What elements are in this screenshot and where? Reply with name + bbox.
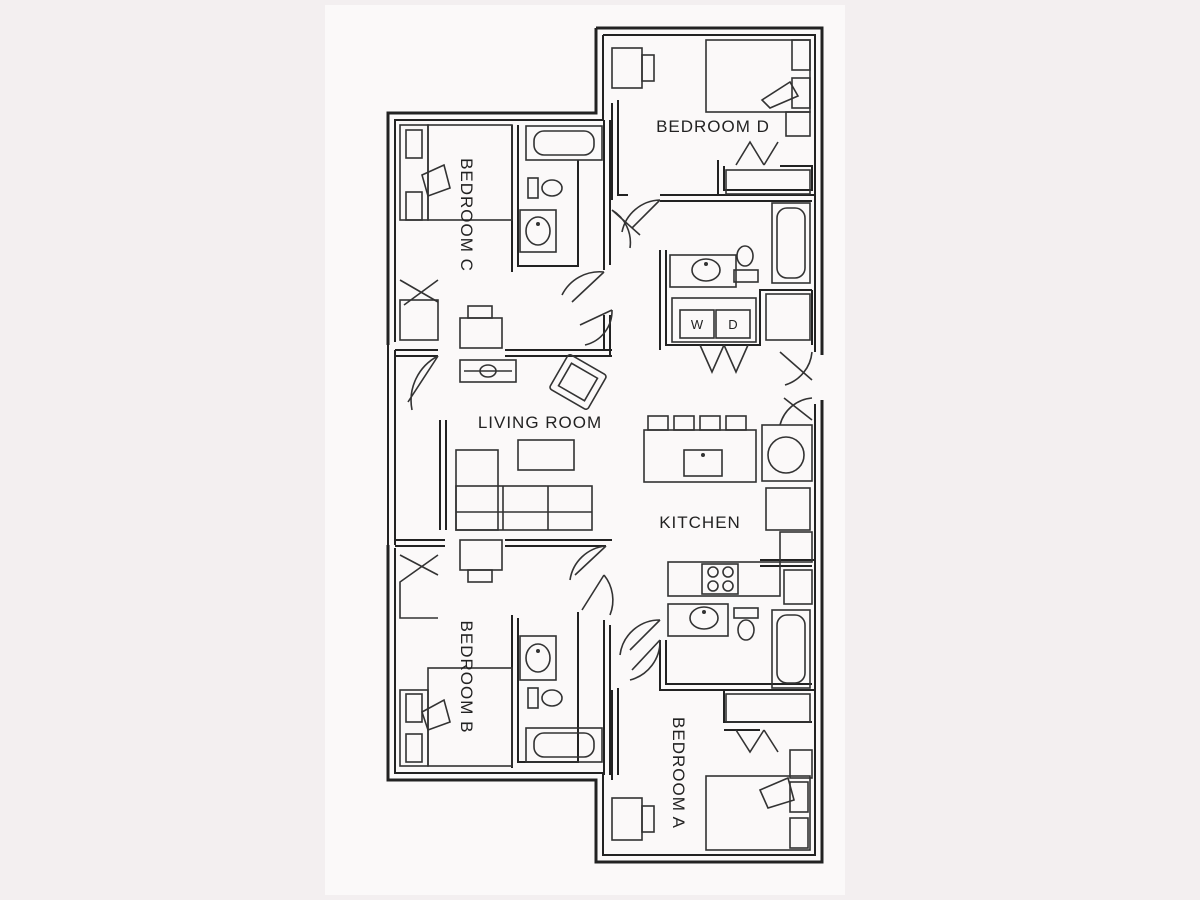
bedroom-d-furniture xyxy=(611,39,811,195)
washer-label: W xyxy=(691,317,704,332)
bedroom-a-label: BEDROOM A xyxy=(669,717,688,829)
kitchen-label: KITCHEN xyxy=(659,513,741,532)
room-labels: BEDROOM D BEDROOM C LIVING ROOM KITCHEN … xyxy=(457,117,770,829)
living-room-label: LIVING ROOM xyxy=(478,413,602,432)
dryer-label: D xyxy=(728,317,737,332)
bath-c xyxy=(519,125,603,253)
exterior-walls xyxy=(386,26,824,864)
dryer xyxy=(715,309,751,339)
laundry-closet: W D xyxy=(671,293,811,343)
plan-paper xyxy=(325,5,845,895)
doors xyxy=(399,140,813,754)
bedroom-b-furniture xyxy=(399,539,513,767)
bedroom-d-label: BEDROOM D xyxy=(656,117,770,136)
bath-b xyxy=(519,635,603,763)
bath-a xyxy=(667,603,811,689)
bath-d xyxy=(669,202,811,288)
bedroom-c-furniture xyxy=(399,124,513,349)
bedroom-a-furniture xyxy=(611,693,813,851)
washer xyxy=(679,309,715,339)
bedroom-c-label: BEDROOM C xyxy=(457,158,476,272)
kitchen-fixtures xyxy=(643,415,813,605)
bedroom-b-label: BEDROOM B xyxy=(457,621,476,734)
living-room-furniture xyxy=(455,353,607,531)
